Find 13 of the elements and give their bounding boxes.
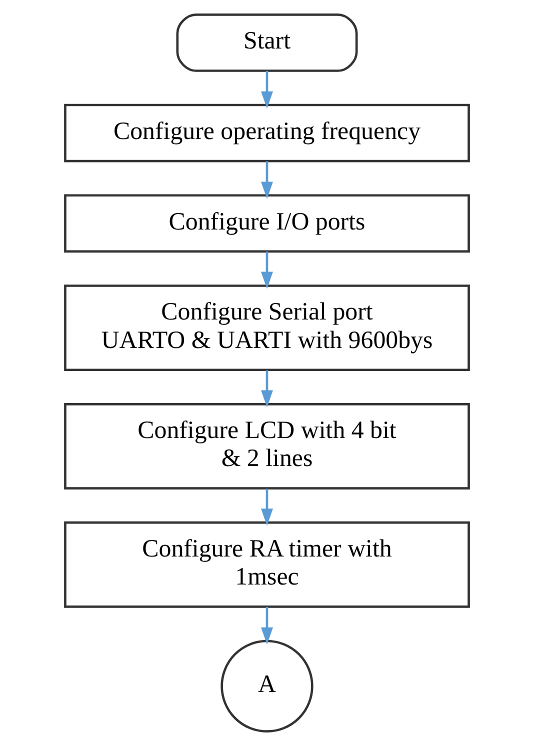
- arrow: [260, 370, 274, 408]
- arrow: [260, 70, 274, 109]
- node-box: Configure Serial port UARTO & UARTI with 9600bys: [64, 284, 470, 372]
- node-box: Configure LCD with 4 bit & 2 lines: [64, 403, 470, 490]
- node-box: Configure RA timer with 1msec: [64, 521, 470, 608]
- arrow: [260, 606, 274, 644]
- node-box: Start: [176, 13, 358, 72]
- node-box: Configure operating frequency: [64, 104, 470, 162]
- arrow: [260, 161, 274, 199]
- arrow: [260, 252, 274, 289]
- arrow: [260, 488, 274, 526]
- node-circle: A: [220, 640, 314, 733]
- node-box: Configure I/O ports: [64, 194, 470, 253]
